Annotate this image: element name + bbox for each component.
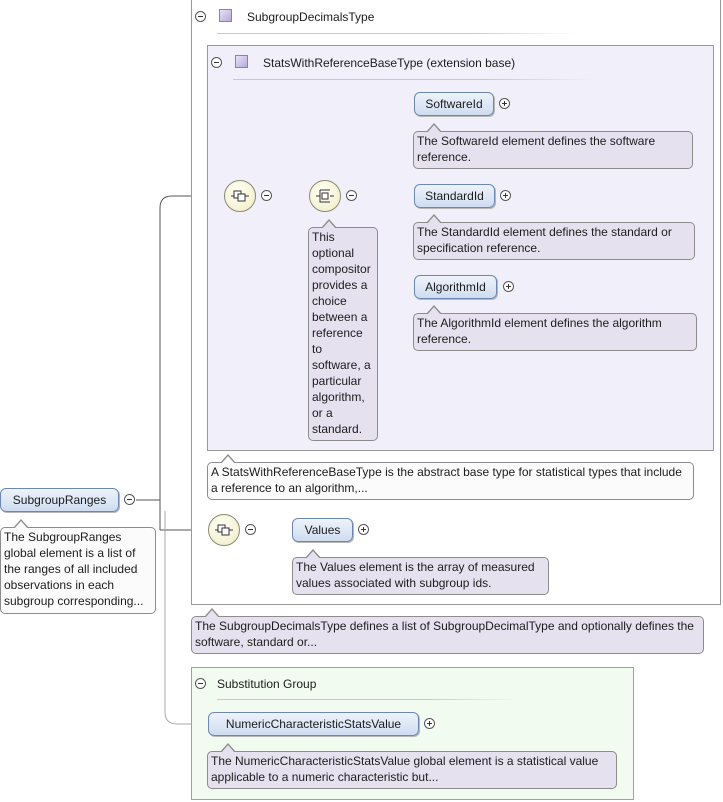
type-note: The SubgroupDecimalsType defines a list … [191,608,704,654]
collapse-type-icon[interactable] [195,11,206,22]
software-id-note: The SoftwareId element defines the softw… [413,123,693,169]
expand-values-icon[interactable] [358,524,369,535]
collapse-values-sequence-icon[interactable] [245,524,256,535]
sequence-compositor-icon[interactable] [224,180,256,212]
element-standard-id[interactable]: StandardId [414,184,495,208]
numeric-characteristic-stats-value-note: The NumericCharacteristicStatsValue glob… [207,743,617,789]
collapse-root-icon[interactable] [124,494,135,505]
collapse-extension-icon[interactable] [211,57,222,68]
extension-note: A StatsWithReferenceBaseType is the abst… [207,454,694,500]
choice-compositor-icon[interactable] [309,180,341,212]
element-values[interactable]: Values [292,518,353,542]
expand-software-id-icon[interactable] [499,98,510,109]
collapse-sequence-icon[interactable] [261,190,272,201]
expand-numeric-characteristic-stats-value-icon[interactable] [424,718,435,729]
collapse-substitution-group-icon[interactable] [195,678,206,689]
substitution-group-underline [217,699,517,700]
expand-standard-id-icon[interactable] [500,190,511,201]
complex-type-icon [219,9,232,22]
extension-title: StatsWithReferenceBaseType (extension ba… [263,56,516,70]
extension-title-underline [233,79,593,80]
type-title: SubgroupDecimalsType [247,10,375,24]
values-note: The Values element is the array of measu… [292,549,549,595]
root-element-subgroup-ranges[interactable]: SubgroupRanges [0,488,119,512]
element-numeric-characteristic-stats-value[interactable]: NumericCharacteristicStatsValue [208,712,419,736]
choice-note: This optional compositor provides a choi… [308,219,378,441]
extension-type-icon [235,55,248,68]
algorithm-id-note: The AlgorithmId element defines the algo… [413,305,697,351]
values-sequence-compositor-icon[interactable] [208,514,240,546]
collapse-choice-icon[interactable] [346,190,357,201]
root-element-note: The SubgroupRanges global element is a l… [0,519,156,614]
element-software-id[interactable]: SoftwareId [414,92,494,116]
type-title-underline [217,33,577,34]
substitution-group-title: Substitution Group [217,677,317,691]
expand-algorithm-id-icon[interactable] [503,281,514,292]
element-algorithm-id[interactable]: AlgorithmId [414,275,497,299]
standard-id-note: The StandardId element defines the stand… [413,214,695,260]
